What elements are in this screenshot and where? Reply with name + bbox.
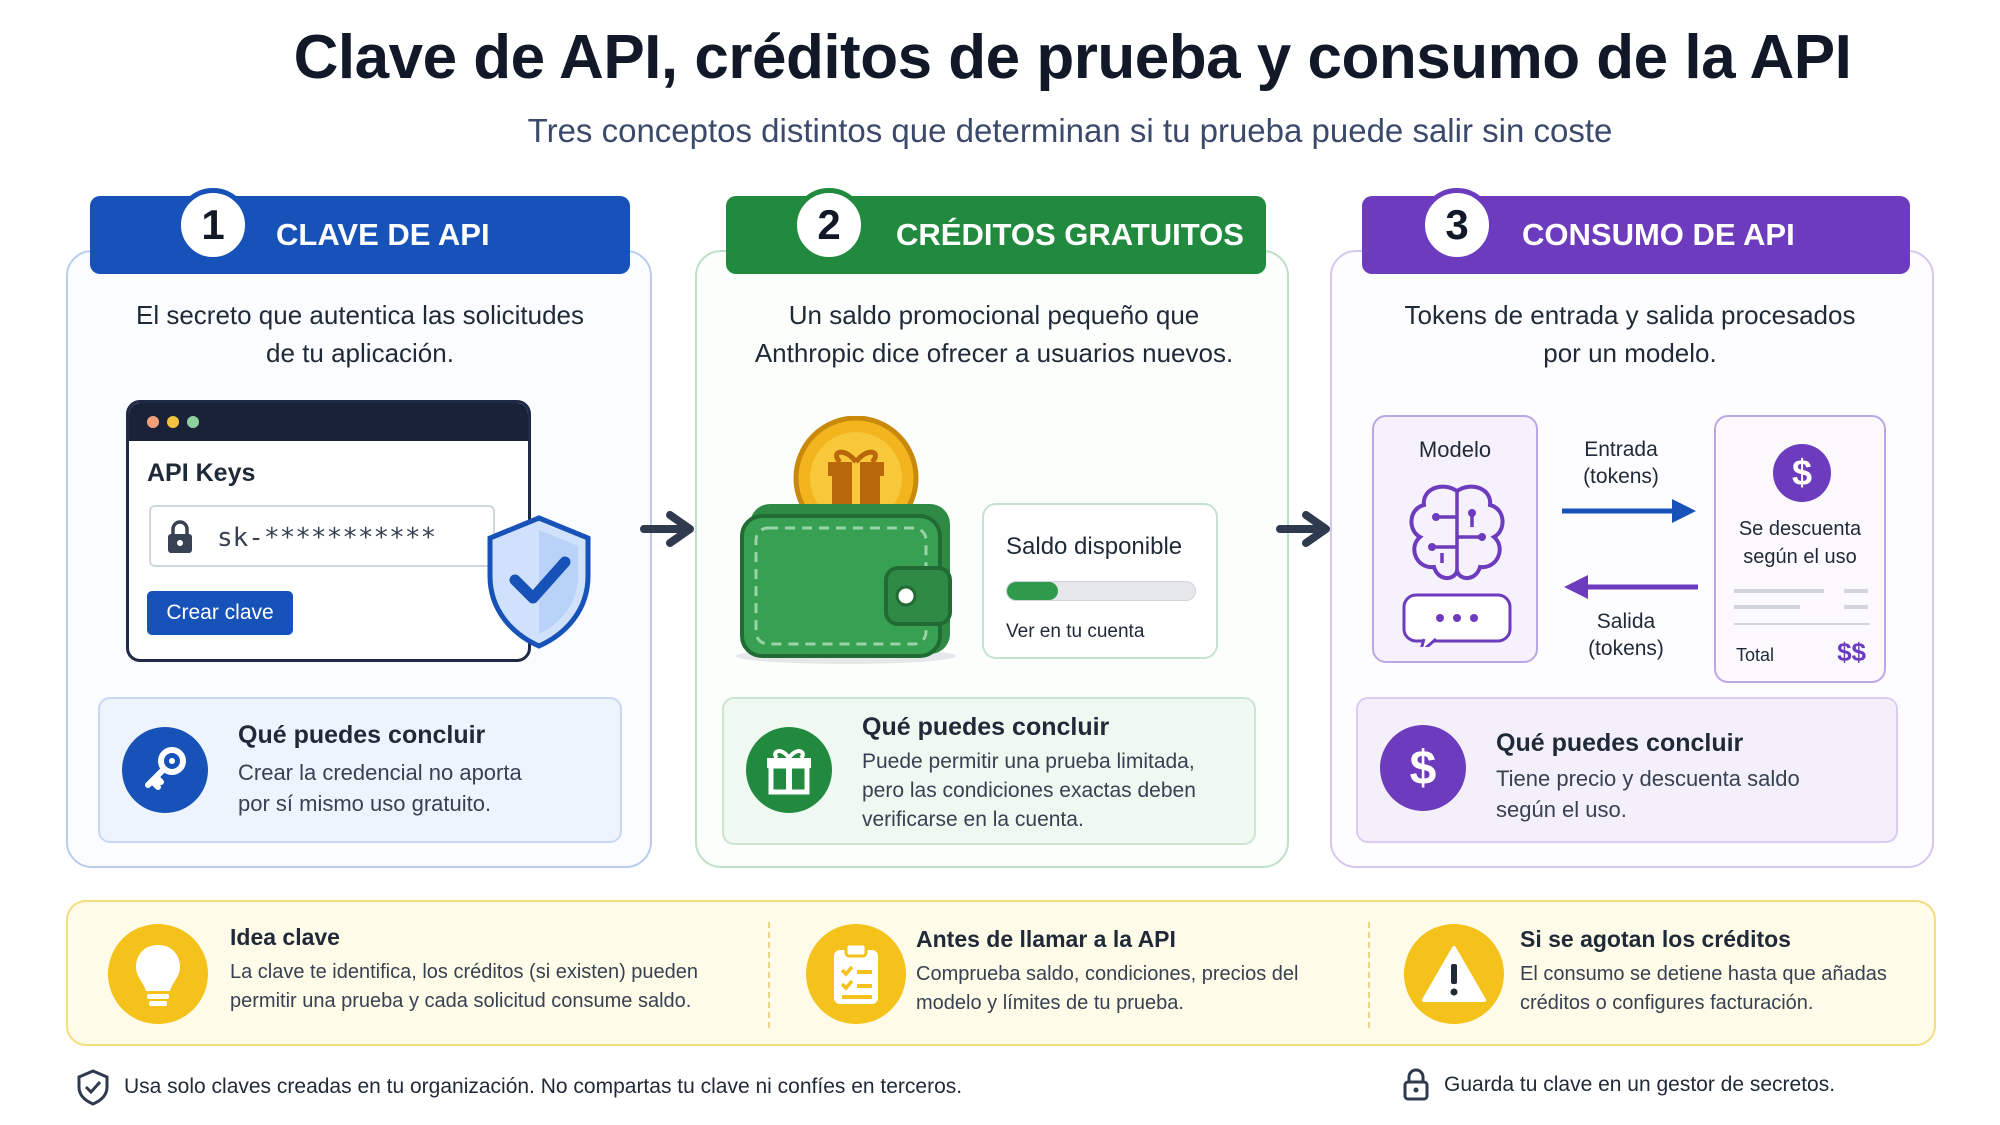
balance-progress-fill: [1007, 582, 1058, 600]
lightbulb-icon: [108, 924, 208, 1024]
balance-panel: Saldo disponible Ver en tu cuenta: [982, 503, 1218, 659]
window-title: API Keys: [147, 459, 256, 487]
balance-progress-bar: [1006, 581, 1196, 601]
create-key-button[interactable]: Crear clave: [147, 591, 293, 635]
svg-text:$: $: [1792, 452, 1812, 493]
window-dot-icon: [167, 416, 179, 428]
input-tokens-label: Entrada (tokens): [1583, 438, 1659, 488]
arrow-right-icon: [1276, 506, 1334, 560]
total-value: $$: [1837, 637, 1866, 667]
brain-icon: [1402, 484, 1512, 647]
page-title: Clave de API, créditos de prueba y consu…: [293, 23, 1852, 92]
banner-label-1: CLAVE DE API: [276, 217, 490, 252]
conclusion-api-usage: $ Qué puedes concluir Tiene precio y des…: [1356, 697, 1898, 843]
gift-icon: [746, 727, 832, 813]
shield-check-icon: [487, 515, 591, 649]
lock-icon: [1403, 1068, 1429, 1101]
banner-label-2: CRÉDITOS GRATUITOS: [896, 217, 1244, 252]
view-account-link[interactable]: Ver en tu cuenta: [1006, 621, 1145, 642]
total-label: Total: [1736, 645, 1775, 665]
divider: [768, 922, 770, 1028]
conclusion-heading: Qué puedes concluir: [1496, 729, 1744, 757]
banner-api-usage: 3 CONSUMO DE API: [1362, 188, 1910, 274]
window-dot-icon: [147, 416, 159, 428]
api-keys-window: API Keys sk-*********** Crear clave: [126, 400, 531, 662]
window-titlebar: [129, 403, 528, 441]
conclusion-free-credits: Qué puedes concluir Puede permitir una p…: [722, 697, 1256, 845]
key-idea-text: La clave te identifica, los créditos (si…: [230, 961, 699, 1012]
step-number-3: 3: [1420, 188, 1494, 262]
svg-text:$: $: [1410, 742, 1437, 795]
api-key-field[interactable]: sk-***********: [149, 505, 495, 567]
model-box: Modelo: [1372, 415, 1538, 663]
key-idea-heading: Idea clave: [230, 924, 340, 950]
api-key-value: sk-***********: [217, 523, 437, 553]
footer-security-note: Usa solo claves creadas en tu organizaci…: [76, 1068, 962, 1106]
warning-icon: [1404, 924, 1504, 1024]
lock-icon: [168, 520, 192, 553]
credits-exhausted-heading: Si se agotan los créditos: [1520, 926, 1791, 952]
arrow-right-icon: [640, 506, 698, 560]
conclusion-heading: Qué puedes concluir: [238, 721, 486, 749]
cost-label: Se descuenta según el uso: [1738, 518, 1862, 568]
divider: [1368, 922, 1370, 1028]
shield-icon: [77, 1069, 109, 1106]
step-number-2: 2: [792, 188, 866, 262]
banner-label-3: CONSUMO DE API: [1522, 217, 1795, 252]
key-points-panel: Idea clave La clave te identifica, los c…: [66, 900, 1936, 1046]
footer-storage-note: Guarda tu clave en un gestor de secretos…: [1402, 1068, 1835, 1102]
cost-box: $ Se descuenta según el uso Total $$: [1714, 415, 1886, 683]
before-calling-heading: Antes de llamar a la API: [916, 926, 1176, 952]
banner-free-credits: 2 CRÉDITOS GRATUITOS: [726, 188, 1266, 274]
description-api-key: El secreto que autentica las solicitudes…: [135, 300, 585, 368]
wallet-coin-icon: [736, 416, 956, 664]
conclusion-api-key: Qué puedes concluir Crear la credencial …: [98, 697, 622, 843]
description-free-credits: Un saldo promocional pequeño que Anthrop…: [754, 300, 1234, 368]
banner-api-key: 1 CLAVE DE API: [90, 188, 630, 274]
output-tokens-label: Salida (tokens): [1588, 610, 1664, 660]
window-dot-icon: [187, 416, 199, 428]
arrow-input-icon: [1562, 499, 1696, 523]
clipboard-icon: [806, 924, 906, 1024]
conclusion-heading: Qué puedes concluir: [862, 713, 1110, 741]
dollar-coin-icon: $: [1773, 444, 1831, 502]
before-calling-text: Comprueba saldo, condiciones, precios de…: [916, 963, 1299, 1014]
page-subtitle: Tres conceptos distintos que determinan …: [527, 112, 1613, 149]
conclusion-text: Crear la credencial no aporta por sí mis…: [238, 760, 522, 816]
balance-title: Saldo disponible: [1006, 533, 1183, 560]
conclusion-text: Tiene precio y descuenta saldo según el …: [1496, 766, 1800, 822]
description-api-usage: Tokens de entrada y salida procesados po…: [1404, 300, 1856, 368]
step-number-1: 1: [176, 188, 250, 262]
key-icon: [122, 727, 208, 813]
credits-exhausted-text: El consumo se detiene hasta que añadas c…: [1520, 963, 1887, 1014]
receipt-lines-icon: [1734, 589, 1870, 625]
conclusion-text: Puede permitir una prueba limitada, pero…: [862, 750, 1196, 831]
dollar-icon: $: [1380, 725, 1466, 811]
arrow-output-icon: [1564, 575, 1698, 599]
model-label: Modelo: [1418, 437, 1492, 462]
